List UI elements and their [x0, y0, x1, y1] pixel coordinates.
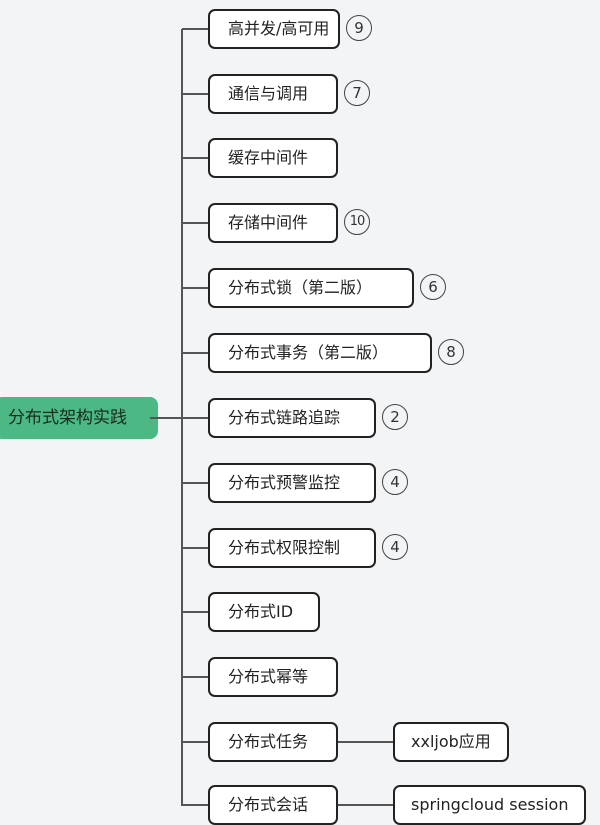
root-node[interactable]: 分布式架构实践 — [0, 397, 158, 439]
count-badge: 8 — [438, 339, 464, 365]
branch-connector — [182, 804, 208, 806]
topic-node[interactable]: 通信与调用 — [208, 74, 338, 114]
topic-node[interactable]: 分布式幂等 — [208, 657, 338, 697]
topic-node[interactable]: 高并发/高可用 — [208, 9, 340, 49]
topic-node[interactable]: 分布式链路追踪 — [208, 398, 376, 438]
topic-node[interactable]: 分布式锁（第二版） — [208, 268, 414, 308]
count-badge: 2 — [382, 404, 408, 430]
topic-node[interactable]: 分布式会话 — [208, 785, 338, 825]
branch-connector — [182, 287, 208, 289]
branch-connector — [182, 611, 208, 613]
root-connector — [150, 417, 182, 419]
subtopic-node[interactable]: xxljob应用 — [393, 722, 509, 762]
count-badge: 7 — [344, 80, 370, 106]
branch-connector — [182, 28, 208, 30]
branch-connector — [182, 93, 208, 95]
branch-connector — [182, 417, 208, 419]
child-connector — [338, 741, 393, 743]
child-connector — [338, 804, 393, 806]
branch-connector — [182, 222, 208, 224]
topic-node[interactable]: 缓存中间件 — [208, 138, 338, 178]
subtopic-node[interactable]: springcloud session — [393, 785, 587, 825]
count-badge: 9 — [346, 15, 372, 41]
count-badge: 4 — [382, 469, 408, 495]
count-badge: 6 — [420, 274, 446, 300]
branch-connector — [182, 676, 208, 678]
count-badge: 4 — [382, 534, 408, 560]
branch-connector — [182, 482, 208, 484]
branch-connector — [182, 547, 208, 549]
topic-node[interactable]: 分布式ID — [208, 592, 320, 632]
topic-node[interactable]: 分布式权限控制 — [208, 528, 376, 568]
branch-connector — [182, 157, 208, 159]
topic-node[interactable]: 分布式事务（第二版） — [208, 333, 432, 373]
branch-connector — [182, 352, 208, 354]
branch-connector — [182, 741, 208, 743]
topic-node[interactable]: 分布式任务 — [208, 722, 338, 762]
topic-node[interactable]: 分布式预警监控 — [208, 463, 376, 503]
count-badge: 10 — [344, 209, 370, 235]
topic-node[interactable]: 存储中间件 — [208, 203, 338, 243]
